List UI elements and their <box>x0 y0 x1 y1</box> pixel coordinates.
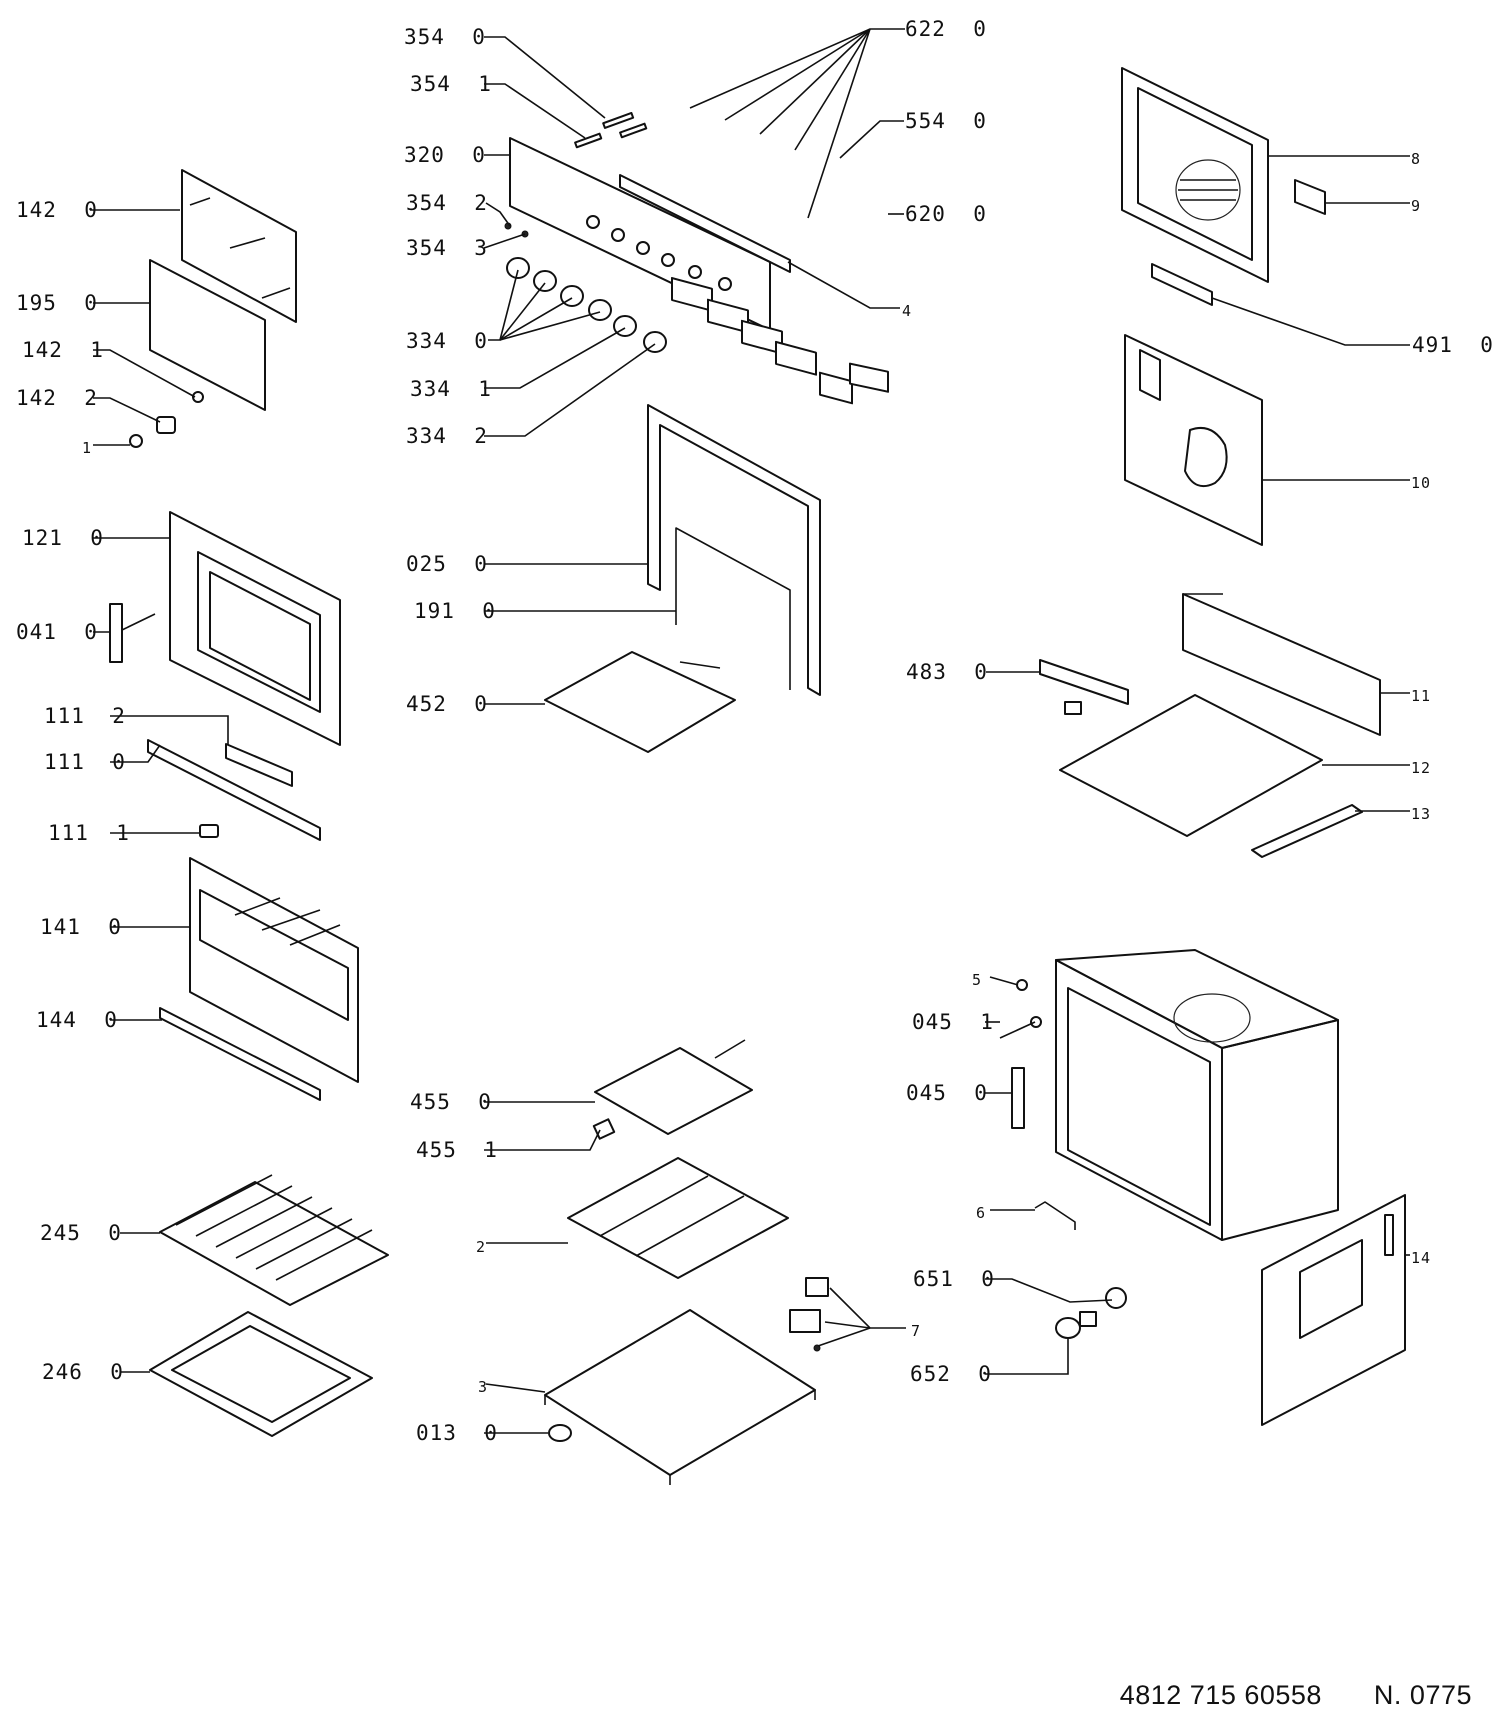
label-12: 12 <box>1411 759 1432 777</box>
label-11: 11 <box>1411 687 1432 705</box>
door-frame-121 <box>169 511 341 746</box>
knob-set-334 <box>506 257 667 353</box>
mounting-bracket-10 <box>1124 334 1263 546</box>
label-652-0: 652 0 <box>910 1362 992 1386</box>
document-number: 4812 715 60558 <box>1119 1680 1322 1710</box>
label-8: 8 <box>1411 150 1422 168</box>
label-452-0: 452 0 <box>406 692 488 716</box>
clip-142-1 <box>192 391 204 403</box>
label-141-0: 141 0 <box>40 915 122 939</box>
label-195-0: 195 0 <box>16 291 98 315</box>
label-142-1: 142 1 <box>22 338 104 362</box>
label-622-0: 622 0 <box>905 17 987 41</box>
label-2: 2 <box>476 1238 487 1256</box>
label-7: 7 <box>911 1322 922 1340</box>
hinge-045 <box>1011 1067 1025 1129</box>
fan-cover-9 <box>1294 179 1326 215</box>
label-334-0: 334 0 <box>406 329 488 353</box>
label-354-3: 354 3 <box>406 236 488 260</box>
wire-shelf-245 <box>159 1174 389 1306</box>
label-025-0: 025 0 <box>406 552 488 576</box>
label-191-0: 191 0 <box>414 599 496 623</box>
top-cover-11 <box>1182 593 1381 736</box>
terminal-strip-483 <box>1039 659 1129 715</box>
label-111-0: 111 0 <box>44 750 126 774</box>
label-354-1: 354 1 <box>410 72 492 96</box>
base-plate-12 <box>1059 694 1323 837</box>
label-651-0: 651 0 <box>913 1267 995 1291</box>
terminal-block-491 <box>1151 263 1213 306</box>
shelf-2 <box>567 1157 789 1279</box>
label-246-0: 246 0 <box>42 1360 124 1384</box>
label-455-1: 455 1 <box>416 1138 498 1162</box>
outer-door-141 <box>189 857 359 1083</box>
door-seal-144 <box>159 1007 321 1101</box>
oven-frame-025 <box>647 404 821 696</box>
label-3: 3 <box>478 1378 489 1396</box>
label-334-2: 334 2 <box>406 424 488 448</box>
label-10: 10 <box>1411 474 1432 492</box>
label-144-0: 144 0 <box>36 1008 118 1032</box>
leader-lines <box>90 28 1410 1434</box>
bolt-045-1 <box>999 1016 1042 1039</box>
label-142-2: 142 2 <box>16 386 98 410</box>
glass-142 <box>181 169 297 323</box>
label-6: 6 <box>976 1204 987 1222</box>
label-354-0: 354 0 <box>404 25 486 49</box>
oven-gasket-191 <box>675 527 791 690</box>
oven-cavity <box>1055 949 1339 1241</box>
label-491-0: 491 0 <box>1412 333 1494 357</box>
lamp-651 <box>1105 1287 1127 1309</box>
label-4: 4 <box>902 302 913 320</box>
label-121-0: 121 0 <box>22 526 104 550</box>
clip-142-2 <box>156 416 176 434</box>
lamp-holder-652 <box>1055 1311 1097 1339</box>
label-045-0: 045 0 <box>906 1081 988 1105</box>
baking-tray-246 <box>149 1311 373 1437</box>
label-9: 9 <box>1411 197 1422 215</box>
label-041-0: 041 0 <box>16 620 98 644</box>
label-111-1: 111 1 <box>48 821 130 845</box>
rear-panel-8 <box>1121 67 1269 283</box>
label-142-0: 142 0 <box>16 198 98 222</box>
label-334-1: 334 1 <box>410 377 492 401</box>
label-320-0: 320 0 <box>404 143 486 167</box>
label-455-0: 455 0 <box>410 1090 492 1114</box>
label-620-0: 620 0 <box>905 202 987 226</box>
foot-013 <box>548 1424 572 1442</box>
document-footer: 4812 715 60558 N. 0775 <box>1120 1680 1472 1711</box>
handle-111 <box>147 739 321 841</box>
label-14: 14 <box>1411 1249 1432 1267</box>
screw-5 <box>1016 979 1028 991</box>
label-5: 5 <box>972 971 983 989</box>
revision-code: N. 0775 <box>1373 1680 1472 1710</box>
bottom-plate-3 <box>544 1309 816 1485</box>
inner-glass-195 <box>149 259 266 411</box>
label-045-1: 045 1 <box>912 1010 994 1034</box>
label-013-0: 013 0 <box>416 1421 498 1445</box>
label-554-0: 554 0 <box>905 109 987 133</box>
label-483-0: 483 0 <box>906 660 988 684</box>
label-245-0: 245 0 <box>40 1221 122 1245</box>
heating-element-452 <box>544 651 736 753</box>
bracket-6 <box>1034 1201 1076 1230</box>
control-panel-4 <box>509 137 791 331</box>
switches-622 <box>671 277 889 405</box>
heating-element-455 <box>594 1039 753 1135</box>
latch-parts-7 <box>789 1277 829 1352</box>
rail-13 <box>1251 804 1363 858</box>
label-111-2: 111 2 <box>44 704 126 728</box>
label-1: 1 <box>82 439 93 457</box>
label-13: 13 <box>1411 805 1432 823</box>
label-354-2: 354 2 <box>406 191 488 215</box>
back-panel-14 <box>1261 1194 1406 1426</box>
hinge-041 <box>109 603 156 663</box>
screw-1 <box>129 434 143 448</box>
